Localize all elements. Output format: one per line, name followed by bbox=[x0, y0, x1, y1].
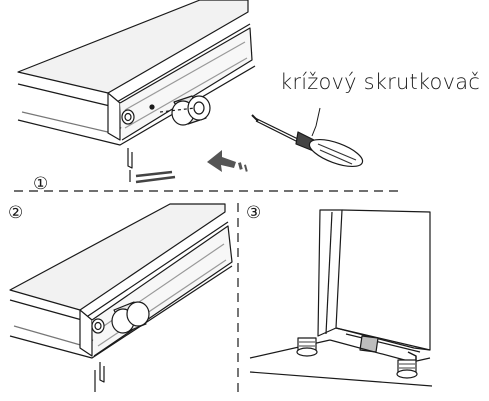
door-panel bbox=[9, 203, 226, 311]
step-3-number: ③ bbox=[246, 203, 262, 223]
panel-2-illustration bbox=[9, 203, 233, 392]
stopper-part bbox=[111, 301, 150, 334]
step-2-number: ② bbox=[8, 203, 24, 223]
adjustable-foot bbox=[296, 337, 318, 357]
direction-arrow bbox=[207, 150, 248, 172]
screwdriver bbox=[251, 107, 364, 168]
door-panel bbox=[17, 0, 249, 94]
screwdriver-label: krížový skrutkovač bbox=[280, 70, 481, 94]
panel-1-illustration bbox=[17, 0, 364, 184]
stopper-part bbox=[359, 335, 379, 353]
stopper-part bbox=[171, 95, 211, 126]
adjustable-foot bbox=[396, 351, 418, 379]
step-1-number: ① bbox=[33, 174, 49, 194]
panel-3-illustration bbox=[249, 209, 433, 387]
hinge-bracket bbox=[79, 309, 93, 357]
fridge-side bbox=[317, 209, 343, 337]
hinge-bracket bbox=[107, 92, 121, 141]
